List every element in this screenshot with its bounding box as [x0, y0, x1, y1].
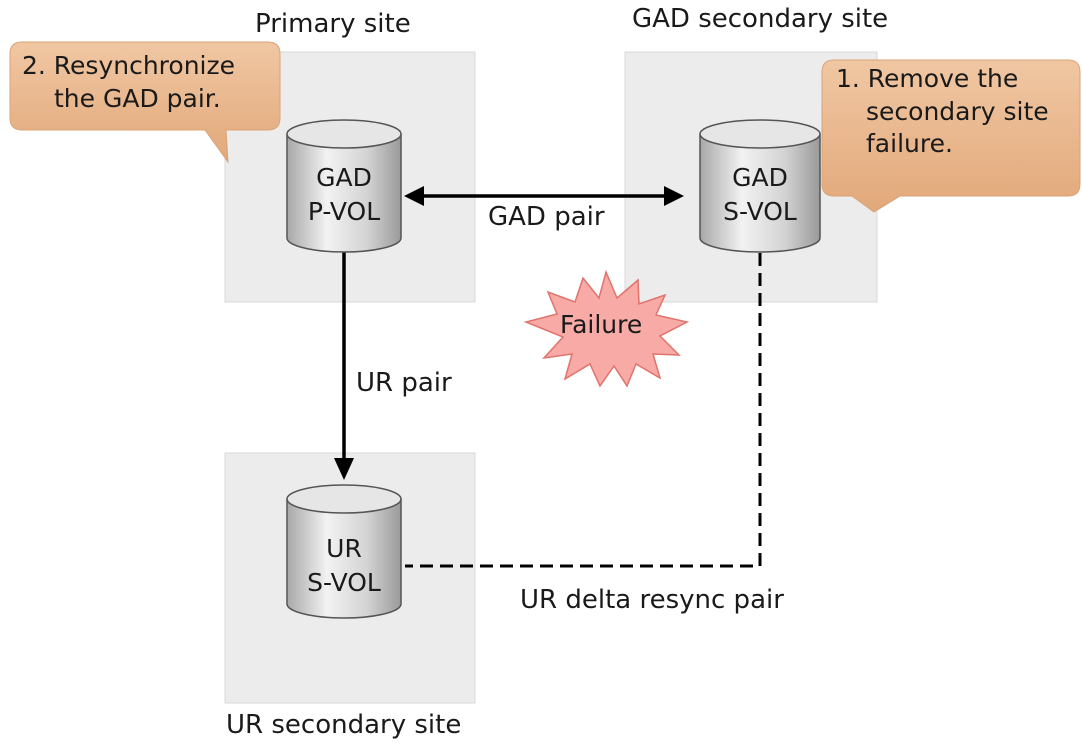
gad-pair-arrow-left [404, 186, 424, 206]
callout-step2-line1: 2. Resynchronize [22, 51, 236, 80]
callout-step2-text: 2. Resynchronize the GAD pair. [22, 50, 235, 115]
ur-svol-label: UR S-VOL [285, 532, 403, 600]
callout-step2-bubble [9, 41, 281, 164]
callout-step1-line2: secondary site [866, 96, 1049, 126]
gad-pair-arrow-right [664, 186, 684, 206]
gad-svol-label: GAD S-VOL [701, 161, 819, 229]
gad-svol-label-line2: S-VOL [723, 196, 797, 226]
ur-svol-label-line2: S-VOL [307, 567, 381, 597]
failure-burst [523, 269, 690, 388]
callout-step1-line3: failure. [866, 129, 953, 158]
ur-pair-arrowhead [334, 458, 354, 480]
gad-pvol-label-line1: GAD [316, 163, 372, 192]
gad-svol-label-line1: GAD [732, 163, 788, 192]
gad-secondary-site-title: GAD secondary site [632, 4, 889, 34]
gad-pair-label: GAD pair [488, 202, 605, 232]
callout-step1-bubble [821, 59, 1081, 213]
ur-delta-resync-label: UR delta resync pair [520, 585, 784, 615]
failure-label: Failure [560, 310, 643, 339]
gad-pvol-label: GAD P-VOL [285, 161, 403, 229]
ur-svol-label-line1: UR [326, 534, 362, 563]
callout-step2-line2: the GAD pair. [54, 83, 221, 113]
gad-svol-cylinder [699, 119, 821, 253]
ur-pair-label: UR pair [356, 368, 452, 398]
gad-pvol-cylinder [286, 119, 402, 253]
ur-secondary-site-title: UR secondary site [226, 710, 462, 740]
primary-site-title: Primary site [255, 9, 411, 39]
callout-step1-line1: 1. Remove the [836, 64, 1019, 93]
callout-step1-text: 1. Remove the secondary site failure. [836, 63, 1049, 161]
ur-delta-resync-line [405, 253, 762, 568]
ur-svol-cylinder [286, 484, 402, 619]
gad-pvol-label-line2: P-VOL [307, 196, 381, 226]
